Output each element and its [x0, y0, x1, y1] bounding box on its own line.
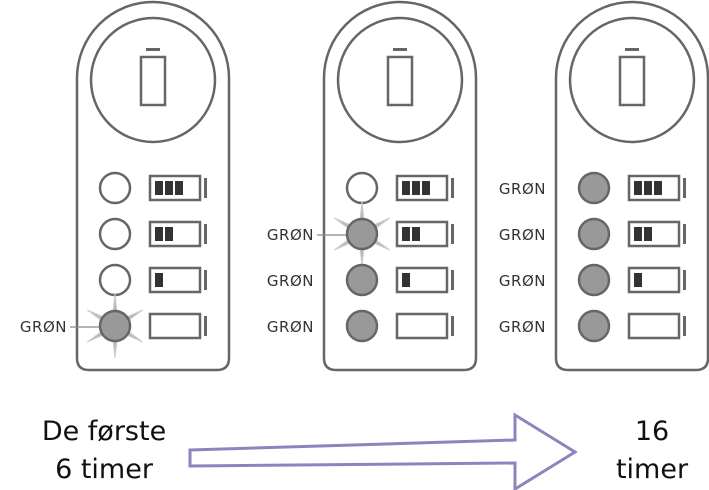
power-button: [89, 16, 217, 144]
battery-segment: [165, 227, 173, 241]
battery-level-indicator: [395, 312, 454, 340]
battery-terminal: [683, 270, 686, 290]
battery-segment: [634, 227, 642, 241]
battery-segment: [634, 273, 642, 287]
device-3: GRØN GRØN GRØN GRØN: [499, 0, 709, 372]
battery-segment: [165, 181, 173, 195]
led-label: GRØN: [499, 272, 546, 290]
battery-segment: [155, 227, 163, 241]
devices-group: GRØN GRØN GRØN GRØN GRØN GRØN GRØN GRØN: [20, 0, 709, 372]
battery-level-indicator: [627, 312, 686, 340]
caption-left-line2: 6 timer: [55, 454, 154, 485]
led-label: GRØN: [499, 226, 546, 244]
battery-terminal: [451, 316, 454, 336]
progress-arrow: [188, 412, 578, 490]
battery-terminal: [204, 316, 207, 336]
battery-icon: [618, 48, 646, 107]
battery-terminal: [204, 178, 207, 198]
device-1: GRØN: [20, 0, 231, 372]
indicator-led: [98, 171, 132, 205]
battery-level-indicator: [395, 266, 454, 294]
battery-icon: [386, 48, 414, 107]
battery-level-indicator: [148, 312, 207, 340]
battery-segment: [402, 181, 410, 195]
battery-terminal: [204, 270, 207, 290]
battery-level-indicator: [148, 220, 207, 248]
battery-icon-terminal: [146, 48, 160, 51]
indicator-led: [577, 171, 611, 205]
battery-icon: [139, 48, 167, 107]
battery-segment: [155, 181, 163, 195]
caption-left-line1: De første: [42, 416, 166, 447]
led-label: GRØN: [267, 226, 314, 244]
battery-body: [395, 312, 449, 340]
device-2: GRØN GRØN GRØN: [267, 0, 478, 372]
battery-icon-body: [139, 55, 167, 107]
led-label: GRØN: [267, 318, 314, 336]
power-button: [568, 16, 696, 144]
indicator-led: [345, 217, 379, 251]
indicator-led: [345, 171, 379, 205]
battery-segment: [175, 181, 183, 195]
battery-icon-body: [618, 55, 646, 107]
indicator-led: [577, 263, 611, 297]
battery-segment: [412, 227, 420, 241]
battery-segment: [634, 181, 642, 195]
battery-body: [627, 312, 681, 340]
battery-segment: [644, 227, 652, 241]
battery-segment: [402, 273, 410, 287]
indicator-led: [345, 309, 379, 343]
indicator-led: [577, 309, 611, 343]
battery-terminal: [683, 316, 686, 336]
battery-body: [148, 312, 202, 340]
battery-segment: [422, 181, 430, 195]
caption-right-line1: 16: [635, 416, 669, 447]
battery-segment: [412, 181, 420, 195]
led-label: GRØN: [499, 318, 546, 336]
battery-terminal: [451, 224, 454, 244]
indicator-led: [577, 217, 611, 251]
battery-segment: [654, 181, 662, 195]
battery-terminal: [683, 178, 686, 198]
battery-level-indicator: [395, 174, 454, 202]
battery-segment: [644, 181, 652, 195]
battery-level-indicator: [395, 220, 454, 248]
led-label: GRØN: [499, 180, 546, 198]
battery-level-indicator: [627, 220, 686, 248]
battery-terminal: [451, 178, 454, 198]
led-label: GRØN: [20, 318, 67, 336]
indicator-led: [98, 309, 132, 343]
battery-segment: [402, 227, 410, 241]
battery-body: [627, 266, 681, 294]
battery-level-indicator: [627, 266, 686, 294]
indicator-led: [98, 263, 132, 297]
indicator-led: [98, 217, 132, 251]
battery-terminal: [451, 270, 454, 290]
battery-terminal: [683, 224, 686, 244]
battery-level-indicator: [148, 174, 207, 202]
battery-icon-terminal: [625, 48, 639, 51]
battery-icon-body: [386, 55, 414, 107]
battery-icon-terminal: [393, 48, 407, 51]
battery-level-indicator: [148, 266, 207, 294]
led-label: GRØN: [267, 272, 314, 290]
caption-right-line2: timer: [616, 454, 689, 485]
battery-terminal: [204, 224, 207, 244]
indicator-led: [345, 263, 379, 297]
battery-segment: [155, 273, 163, 287]
power-button: [336, 16, 464, 144]
battery-level-indicator: [627, 174, 686, 202]
